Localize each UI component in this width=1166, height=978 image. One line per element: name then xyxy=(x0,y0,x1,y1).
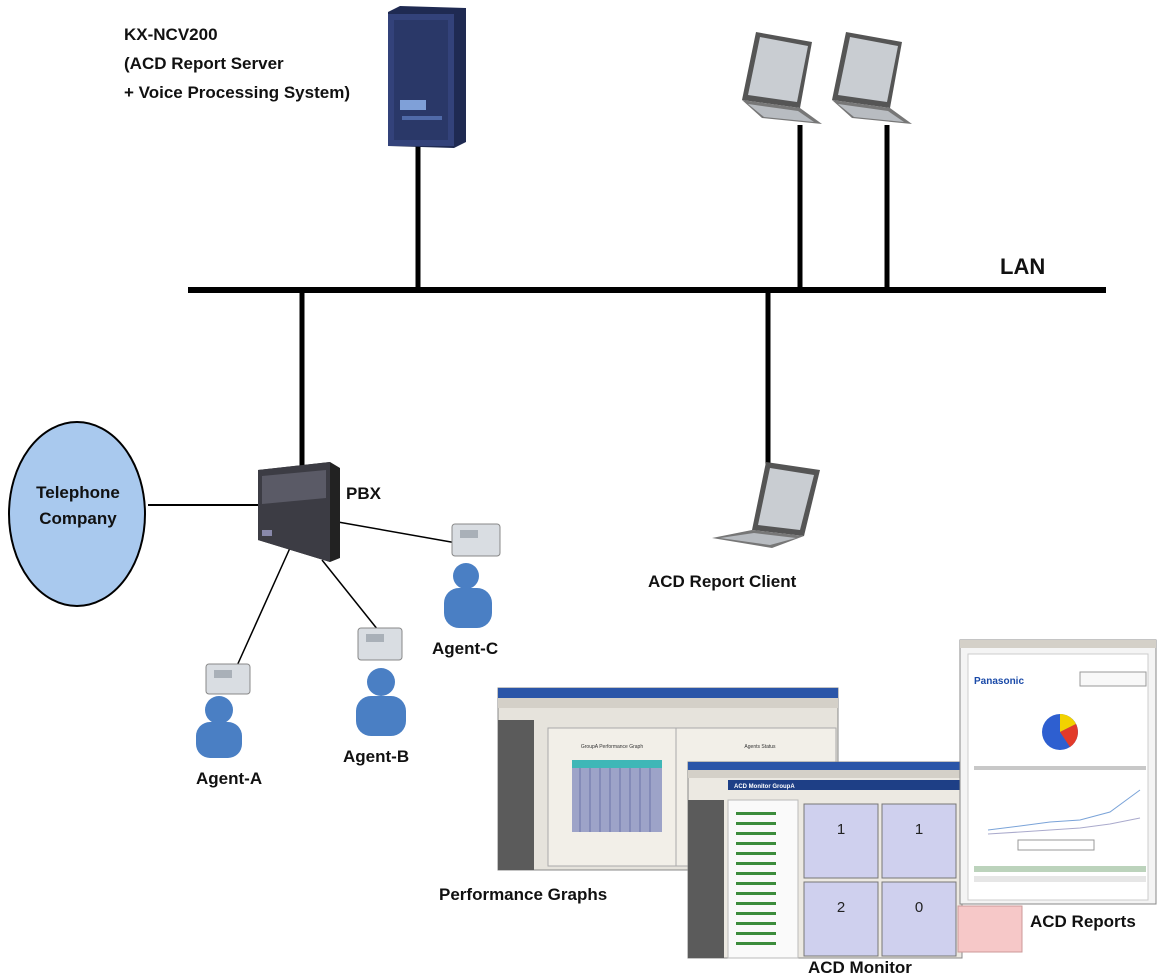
report-brand: Panasonic xyxy=(974,676,1024,687)
acd-reports-screenshot: Panasonic xyxy=(959,639,1157,905)
telephone-company-ellipse xyxy=(8,421,146,607)
agent-c-icon xyxy=(444,523,501,628)
agent-c-link xyxy=(337,521,469,546)
telephone-company-label: Telephone Company xyxy=(14,480,142,532)
telephone-company-line-2: Company xyxy=(39,509,117,528)
agent-c-label: Agent-C xyxy=(432,639,499,658)
agent-a-icon xyxy=(196,663,251,758)
server-icon xyxy=(388,6,466,148)
graph-title: GroupA Performance Graph xyxy=(581,744,643,750)
performance-graphs-label: Performance Graphs xyxy=(439,885,608,904)
laptop-icon xyxy=(832,32,912,124)
server-role: (ACD Report Server xyxy=(124,54,284,73)
pbx-icon xyxy=(258,462,340,562)
monitor-value-3: 2 xyxy=(837,899,845,916)
monitor-value-2: 1 xyxy=(915,821,923,838)
agents-status-title: Agents Status xyxy=(744,744,776,750)
agent-a-label: Agent-A xyxy=(196,769,263,788)
server-role-extra: + Voice Processing System) xyxy=(124,83,350,102)
agent-b-link xyxy=(321,559,379,631)
monitor-value-4: 0 xyxy=(915,899,923,916)
client-label: ACD Report Client xyxy=(648,572,797,591)
agent-b-label: Agent-B xyxy=(343,747,410,766)
client-laptop-icon xyxy=(712,462,820,548)
acd-monitor-label: ACD Monitor xyxy=(808,958,912,977)
pbx-label: PBX xyxy=(346,484,381,503)
agent-b-icon xyxy=(356,627,406,736)
laptop-icon xyxy=(742,32,822,124)
acd-reports-label: ACD Reports xyxy=(1030,912,1136,931)
monitor-value-1: 1 xyxy=(837,821,845,838)
acd-monitor-screenshot: ACD Monitor GroupA 1 1 2 0 xyxy=(687,761,1023,959)
lan-label: LAN xyxy=(1000,254,1046,279)
agent-a-link xyxy=(235,547,291,669)
server-model: KX-NCV200 xyxy=(124,25,218,44)
telephone-company-line-1: Telephone xyxy=(36,483,120,502)
server-title: KX-NCV200 (ACD Report Server + Voice Pro… xyxy=(124,20,350,107)
monitor-title: ACD Monitor GroupA xyxy=(734,784,795,790)
